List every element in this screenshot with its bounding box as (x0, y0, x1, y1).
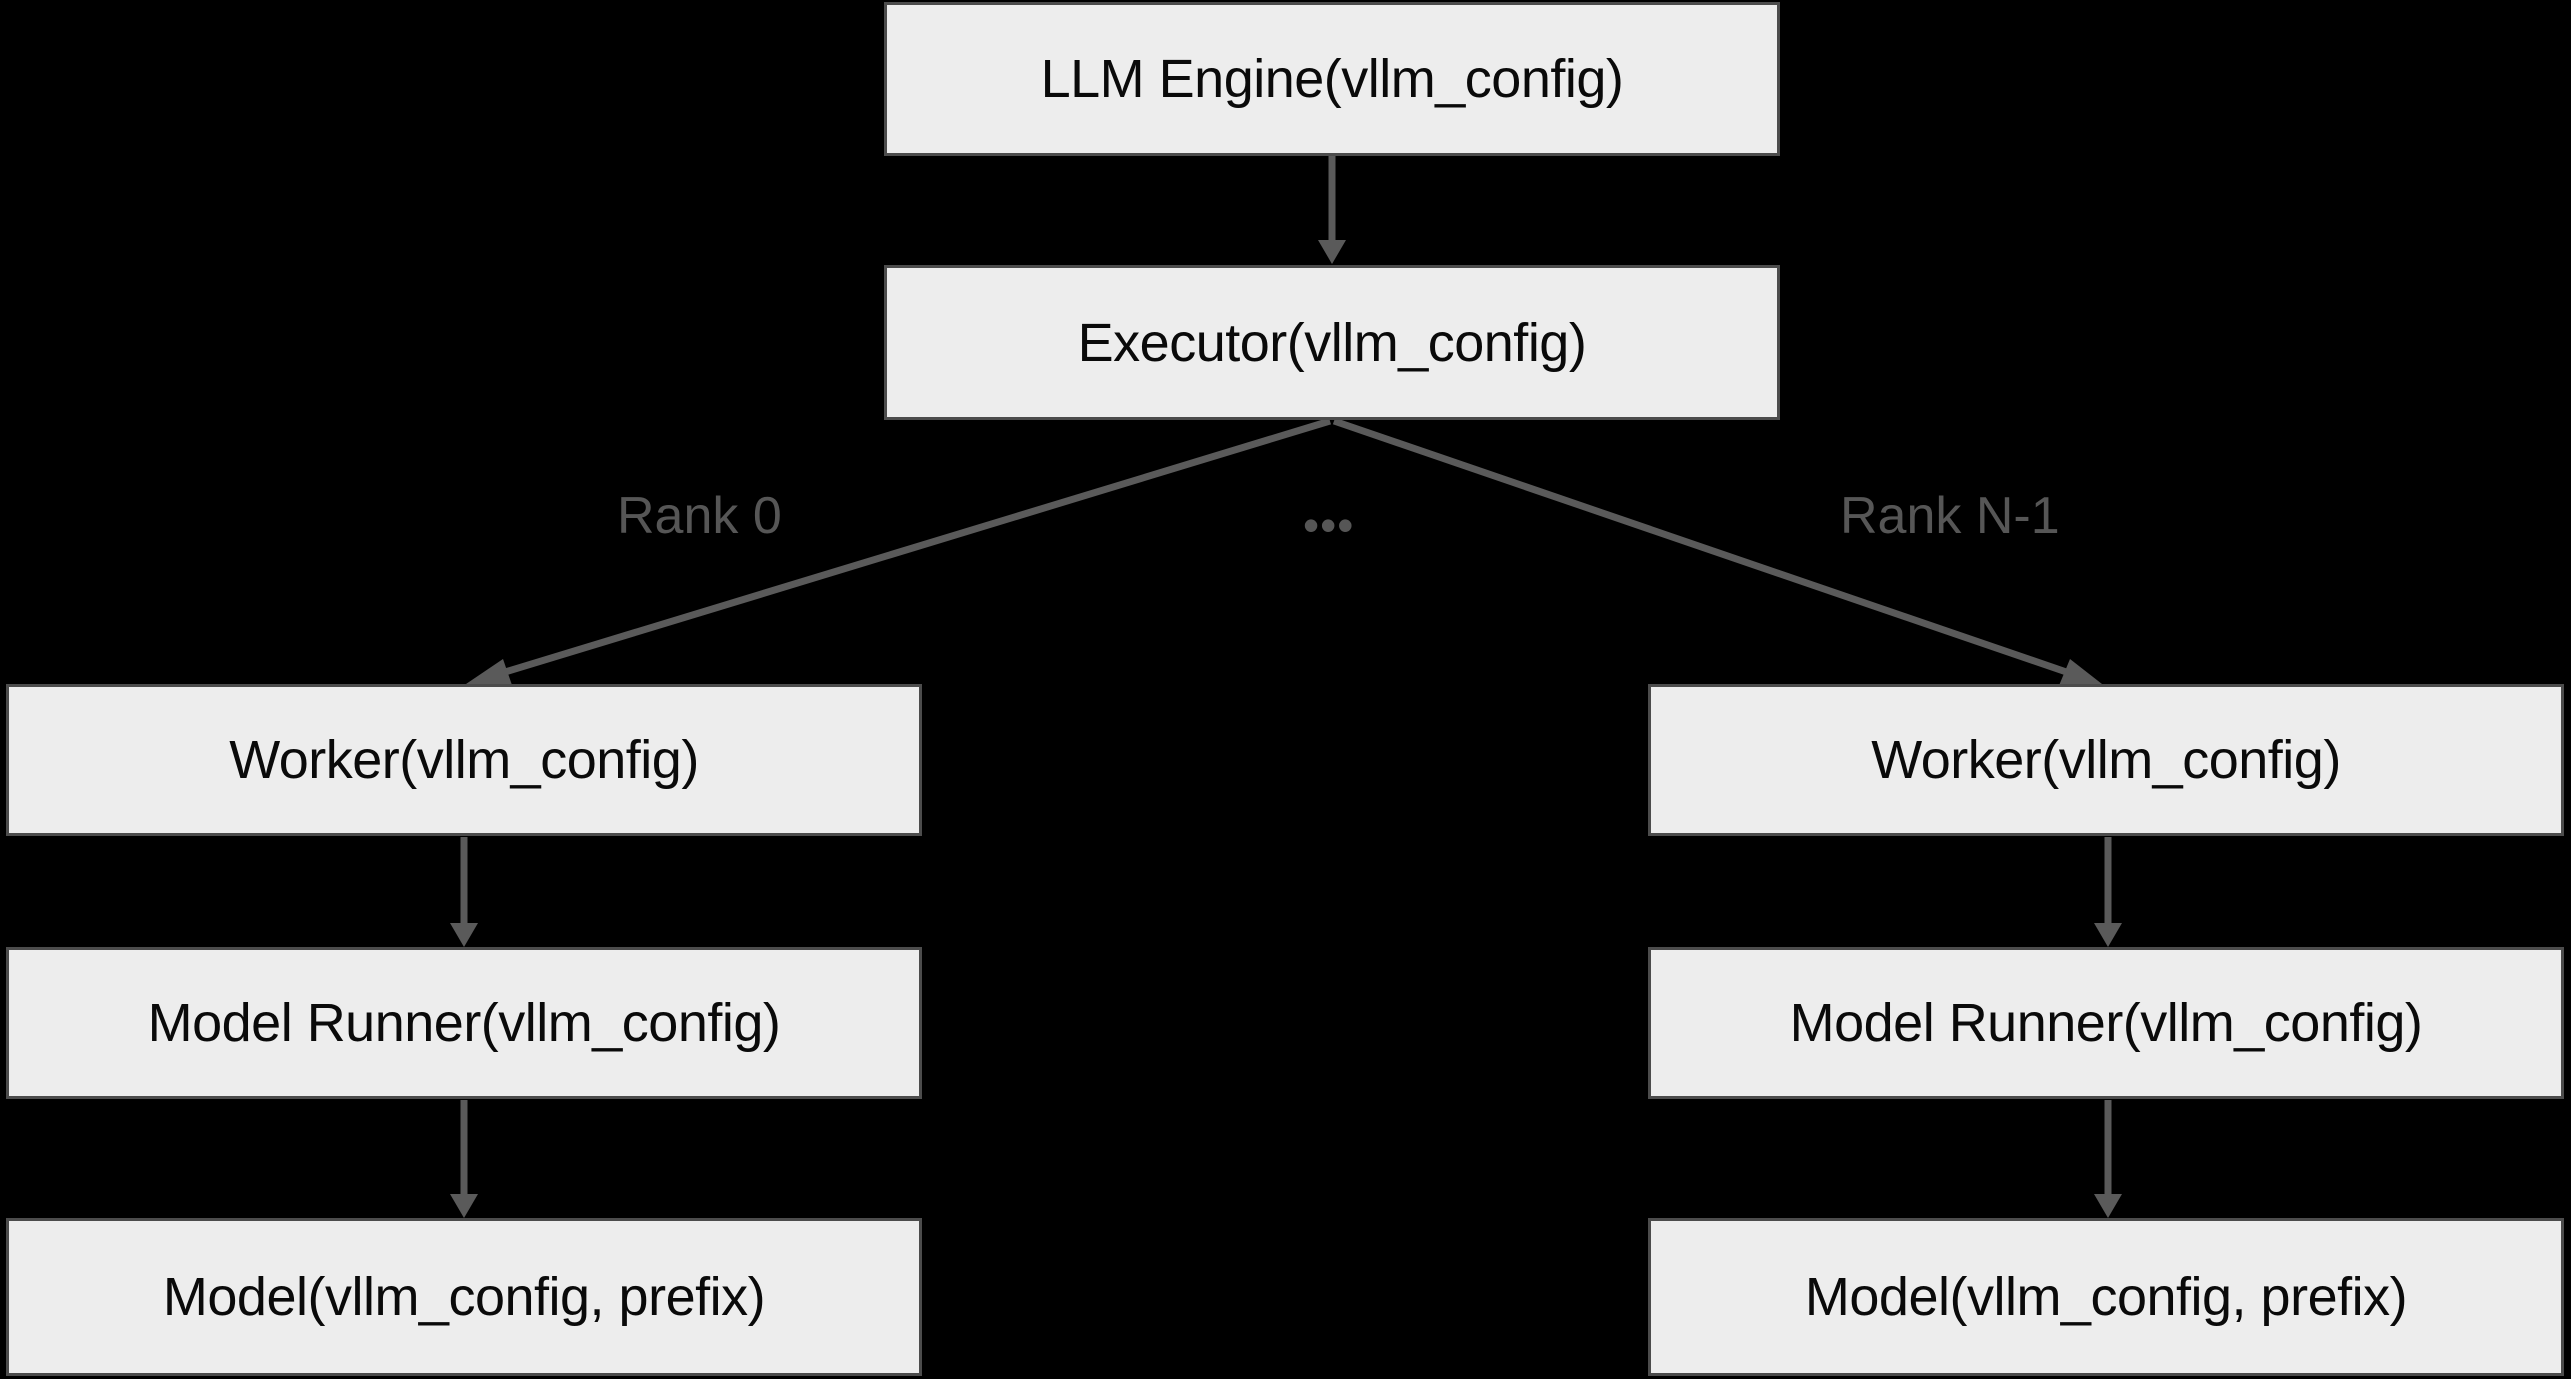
edge-executor-to-worker-n (1332, 417, 2102, 688)
node-model-runner-rank-0[interactable]: Model Runner(vllm_config) (6, 947, 922, 1099)
edge-worker-n-to-runner-n (2094, 837, 2122, 947)
node-model-rank-0-label: Model(vllm_config, prefix) (162, 1267, 766, 1327)
ellipsis-icon: ••• (1303, 499, 1355, 551)
node-llm-engine-label: LLM Engine(vllm_config) (1040, 49, 1624, 109)
edge-label-rank-0: Rank 0 (617, 487, 782, 545)
node-model-runner-rank-n-label: Model Runner(vllm_config) (1789, 993, 2423, 1053)
node-model-rank-n-label: Model(vllm_config, prefix) (1804, 1267, 2408, 1327)
node-worker-rank-n-label: Worker(vllm_config) (1871, 730, 2341, 790)
node-executor[interactable]: Executor(vllm_config) (884, 265, 1780, 420)
node-worker-rank-n[interactable]: Worker(vllm_config) (1648, 684, 2564, 836)
edge-worker-0-to-runner-0 (450, 837, 478, 947)
node-model-rank-0[interactable]: Model(vllm_config, prefix) (6, 1218, 922, 1376)
edge-llm-engine-to-executor (1318, 156, 1346, 264)
node-executor-label: Executor(vllm_config) (1077, 312, 1587, 373)
node-worker-rank-0[interactable]: Worker(vllm_config) (6, 684, 922, 836)
edge-runner-0-to-model-0 (450, 1100, 478, 1218)
node-worker-rank-0-label: Worker(vllm_config) (229, 730, 699, 790)
node-model-runner-rank-0-label: Model Runner(vllm_config) (147, 993, 781, 1053)
node-model-runner-rank-n[interactable]: Model Runner(vllm_config) (1648, 947, 2564, 1099)
edge-label-rank-n: Rank N-1 (1840, 487, 2060, 545)
node-llm-engine[interactable]: LLM Engine(vllm_config) (884, 2, 1780, 156)
edge-executor-to-worker-0 (466, 417, 1332, 688)
edge-runner-n-to-model-n (2094, 1100, 2122, 1218)
node-model-rank-n[interactable]: Model(vllm_config, prefix) (1648, 1218, 2564, 1376)
